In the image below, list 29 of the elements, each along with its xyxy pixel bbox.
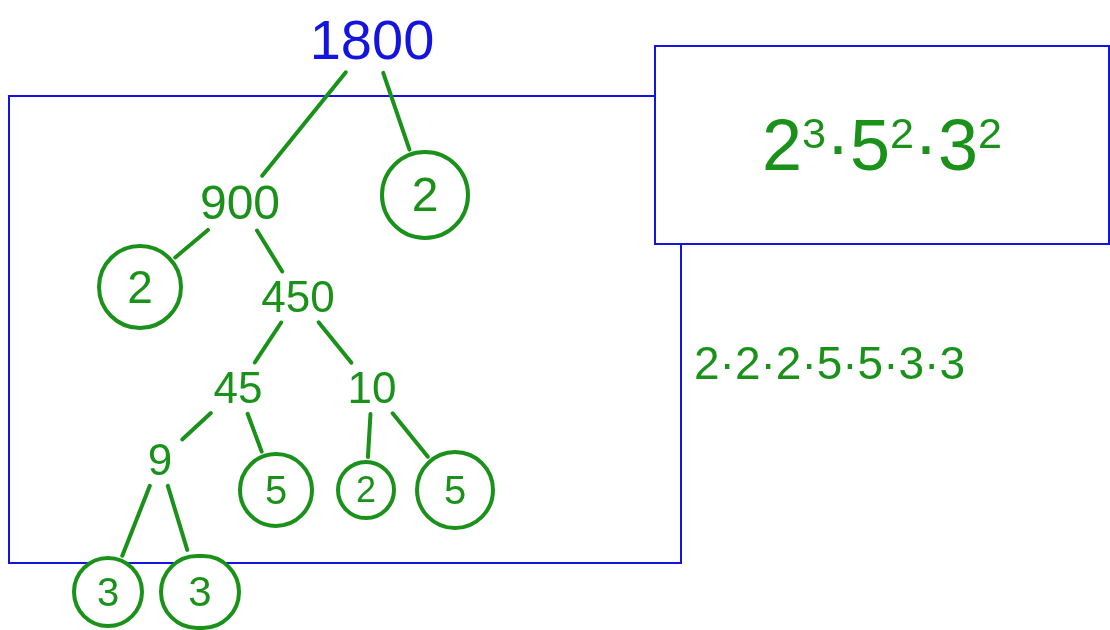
tree-branch: [252, 320, 284, 365]
number-text: 3: [188, 571, 212, 613]
tree-branch: [316, 320, 354, 365]
number-text: 2: [356, 472, 376, 508]
tree-branch: [365, 412, 373, 460]
number-text: 5: [443, 470, 467, 510]
number-text: 45: [213, 366, 263, 410]
tree-branch: [120, 483, 152, 558]
tree-branch: [180, 411, 213, 442]
number-text: 2: [411, 171, 439, 219]
number-text: 10: [347, 366, 397, 410]
number-text: 3: [96, 572, 120, 612]
number-text: 2$^{3}$·5$^{2}$·3$^{2}$: [761, 109, 1003, 181]
number-text: 900: [199, 179, 281, 227]
product-expansion: 2·2·2·5·5·3·3: [694, 340, 965, 386]
circled-factor: [336, 460, 396, 520]
number-text: 5: [264, 470, 288, 510]
result-panel: [654, 45, 1110, 245]
tree-branch: [260, 70, 348, 178]
tree-branch: [390, 411, 430, 459]
tree-branch: [255, 228, 285, 274]
tree-branch: [381, 70, 412, 152]
number-text: 450: [261, 275, 335, 319]
tree-branch: [173, 227, 210, 260]
tree-branch: [245, 411, 264, 454]
number-text: 1800: [309, 12, 435, 68]
tree-branch: [165, 483, 190, 552]
number-text: 9: [147, 438, 173, 482]
number-text: 2: [127, 264, 153, 310]
